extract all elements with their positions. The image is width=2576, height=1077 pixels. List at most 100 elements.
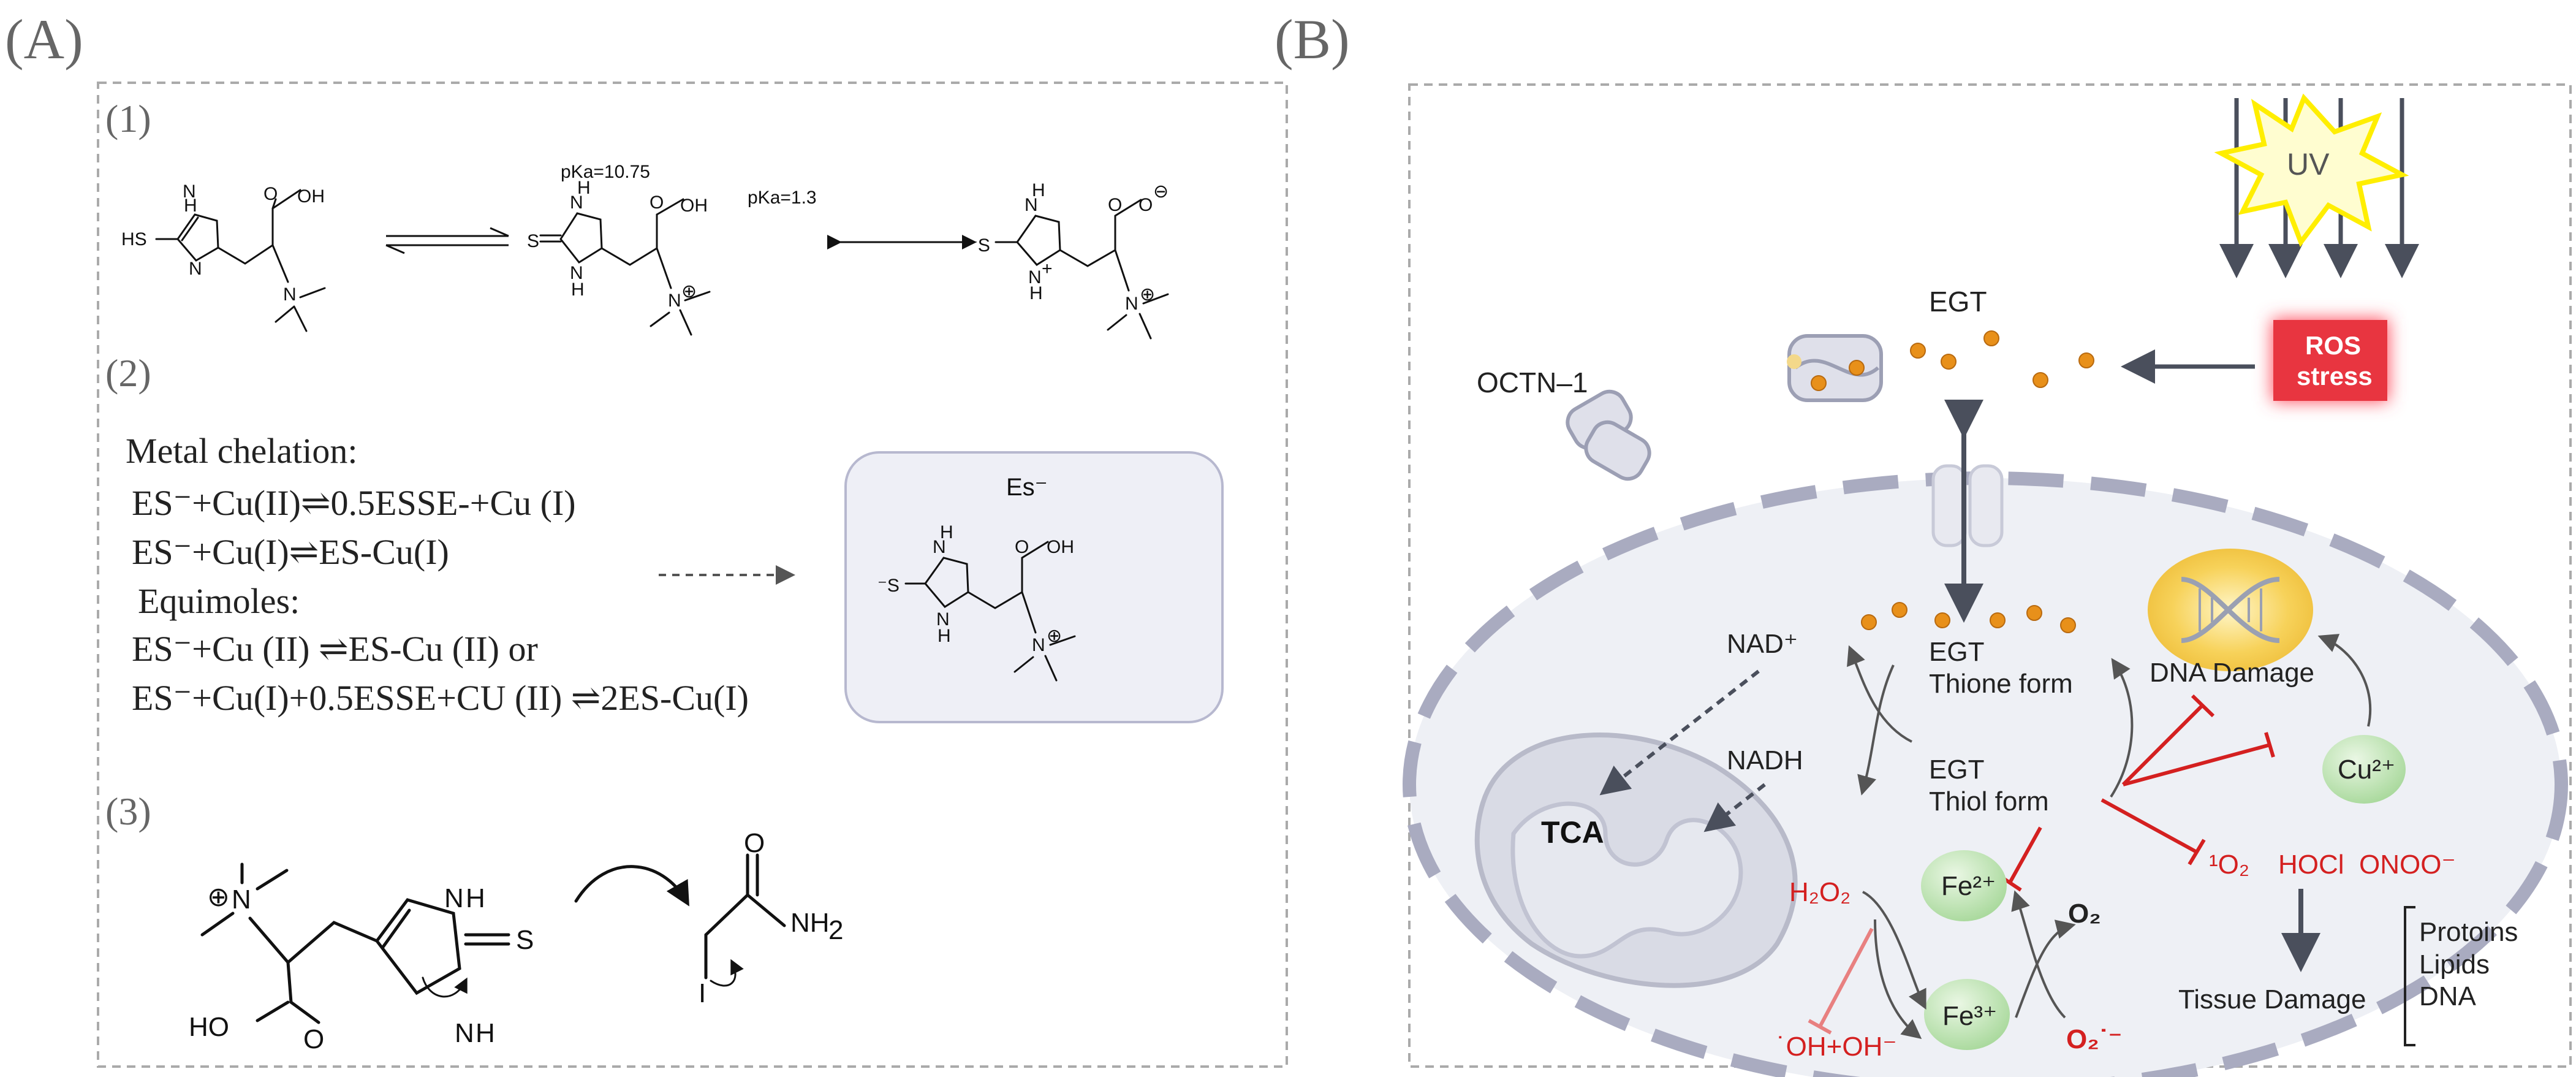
- singlet-o2-label: ¹O₂: [2209, 850, 2249, 880]
- fe2-ion: [1921, 850, 2007, 921]
- svg-text:N: N: [668, 291, 681, 311]
- svg-text:H: H: [1029, 283, 1043, 303]
- cu-ion: [2322, 735, 2406, 804]
- dna-damage-label: DNA Damage: [2150, 658, 2314, 688]
- egt-thiol-line-2: Thiol form: [1929, 786, 2049, 816]
- svg-text:N: N: [933, 537, 946, 557]
- svg-text:H: H: [1032, 180, 1045, 200]
- ros-line-2: stress: [2297, 362, 2373, 390]
- section-3-label: (3): [105, 790, 151, 833]
- nadh-to-tca-arrow: [1703, 783, 1766, 832]
- structure-thione: pKa=10.75 S N H N H OH O N ⊕ pKa=1.3: [527, 162, 817, 336]
- svg-text:N: N: [1032, 635, 1045, 655]
- metal-chelation-heading: Metal chelation:: [126, 431, 357, 471]
- egt-molecules: [1811, 330, 2094, 391]
- svg-text:OH: OH: [1047, 537, 1074, 557]
- target-lipids: Lipids: [2419, 950, 2490, 980]
- svg-text:N: N: [283, 284, 297, 305]
- svg-text:⁻S: ⁻S: [877, 576, 900, 596]
- svg-text:OH: OH: [680, 196, 708, 216]
- svg-text:O: O: [1015, 537, 1029, 557]
- h2o2-to-oh-arrow: [1874, 919, 1922, 1040]
- onoo-label: ONOO⁻: [2359, 850, 2456, 880]
- egt-transporter-icon: [1787, 334, 1883, 402]
- equilibrium-arrow: [385, 227, 509, 254]
- svg-text:N: N: [189, 259, 202, 279]
- equation-2: ES⁻+Cu(I)⇌ES-Cu(I): [132, 532, 449, 572]
- svg-text:H: H: [184, 196, 197, 216]
- svg-text:S: S: [527, 231, 539, 251]
- target-proteins: Protoins: [2419, 917, 2518, 947]
- egt-thione-line-1: EGT: [1929, 637, 1984, 667]
- fe3-label: Fe³⁺: [1942, 1001, 1997, 1031]
- svg-text:N: N: [570, 263, 583, 283]
- cu-to-dna-arrow: [2317, 634, 2372, 727]
- nad-plus-label: NAD⁺: [1727, 629, 1798, 659]
- thiol-to-nad-arrow: [1847, 645, 1912, 743]
- nadh-label: NADH: [1727, 745, 1803, 775]
- egt-thione-line-2: Thione form: [1929, 669, 2073, 699]
- svg-text:H: H: [475, 1018, 495, 1048]
- targets-bracket: [2404, 906, 2415, 1046]
- structure-es-anion: ⁻S N H N H O OH N ⊕: [877, 522, 1076, 682]
- svg-text:H: H: [466, 883, 485, 913]
- thione-to-thiol-arrow: [1857, 664, 1895, 796]
- svg-text:N: N: [1125, 294, 1138, 314]
- structure-zwitterion: ⁻S N H N + H O O ⊖ N ⊕: [968, 180, 1169, 340]
- es-box-title: Es⁻: [1006, 474, 1048, 501]
- svg-text:OH: OH: [297, 186, 325, 207]
- svg-text:O: O: [1108, 195, 1122, 215]
- svg-text:O: O: [263, 184, 278, 204]
- section-2-label: (2): [105, 351, 151, 395]
- ros-stress-box: [2273, 320, 2387, 401]
- o2-radical-label: O₂˙⁻: [2066, 1024, 2123, 1054]
- octn1-transporter-icon: [1566, 389, 1651, 481]
- h2o2-inhibit-line: [1808, 927, 1874, 1035]
- svg-text:N: N: [455, 1018, 474, 1048]
- svg-text:O: O: [1138, 195, 1153, 215]
- svg-text:2: 2: [828, 915, 843, 945]
- uv-star: [2214, 93, 2409, 248]
- svg-text:I: I: [699, 978, 706, 1008]
- fe3-ion: [1924, 979, 2010, 1050]
- uv-label: UV: [2287, 147, 2330, 181]
- svg-text:NH: NH: [790, 908, 830, 938]
- target-dna: DNA: [2419, 981, 2477, 1011]
- panel-a-label: (A): [5, 8, 83, 70]
- svg-text:H: H: [940, 522, 953, 542]
- svg-text:+: +: [1042, 259, 1053, 279]
- octn1-label: OCTN–1: [1477, 367, 1588, 398]
- svg-text:S: S: [516, 925, 534, 955]
- tca-label: TCA: [1541, 815, 1604, 850]
- fe3-to-o2-arrow: [2015, 919, 2076, 1018]
- intracellular-egt-molecules: [1861, 602, 2076, 633]
- hocl-label: HOCl: [2278, 850, 2344, 880]
- svg-text:⊖: ⊖: [1153, 181, 1169, 202]
- cu-label: Cu²⁺: [2338, 755, 2395, 785]
- egt-thiol-line-1: EGT: [1929, 755, 1984, 785]
- svg-text:N: N: [183, 181, 196, 202]
- o2-label: O₂: [2068, 899, 2101, 929]
- svg-text:H: H: [938, 626, 951, 646]
- mitochondrion: [1474, 733, 1798, 988]
- panel-b-label: (B): [1275, 8, 1350, 70]
- nad-to-tca-arrow: [1599, 669, 1760, 796]
- svg-text:H: H: [577, 178, 591, 198]
- pka-label-2: pKa=1.3: [748, 188, 817, 208]
- fe2-label: Fe²⁺: [1941, 871, 1996, 901]
- svg-text:⁻S: ⁻S: [968, 235, 990, 256]
- svg-text:O: O: [303, 1024, 324, 1054]
- svg-text:HO: HO: [189, 1012, 229, 1042]
- svg-text:H: H: [571, 280, 585, 300]
- svg-text:O: O: [744, 828, 765, 858]
- structure-alkylation: ⊕ N HO O N H N H S O NH 2 I: [189, 828, 843, 1054]
- h2o2-to-fe3-arrow: [1862, 891, 1926, 1010]
- svg-text:O: O: [650, 192, 664, 213]
- svg-text:N: N: [444, 883, 464, 913]
- panel-a-frame: [97, 82, 1288, 1068]
- svg-text:N: N: [570, 192, 583, 213]
- section-1-label: (1): [105, 97, 151, 140]
- thione-to-dna-arrow: [2110, 658, 2134, 798]
- structure-thiol: HS H N N OH O N: [121, 181, 326, 332]
- egt-label: EGT: [1929, 286, 1987, 318]
